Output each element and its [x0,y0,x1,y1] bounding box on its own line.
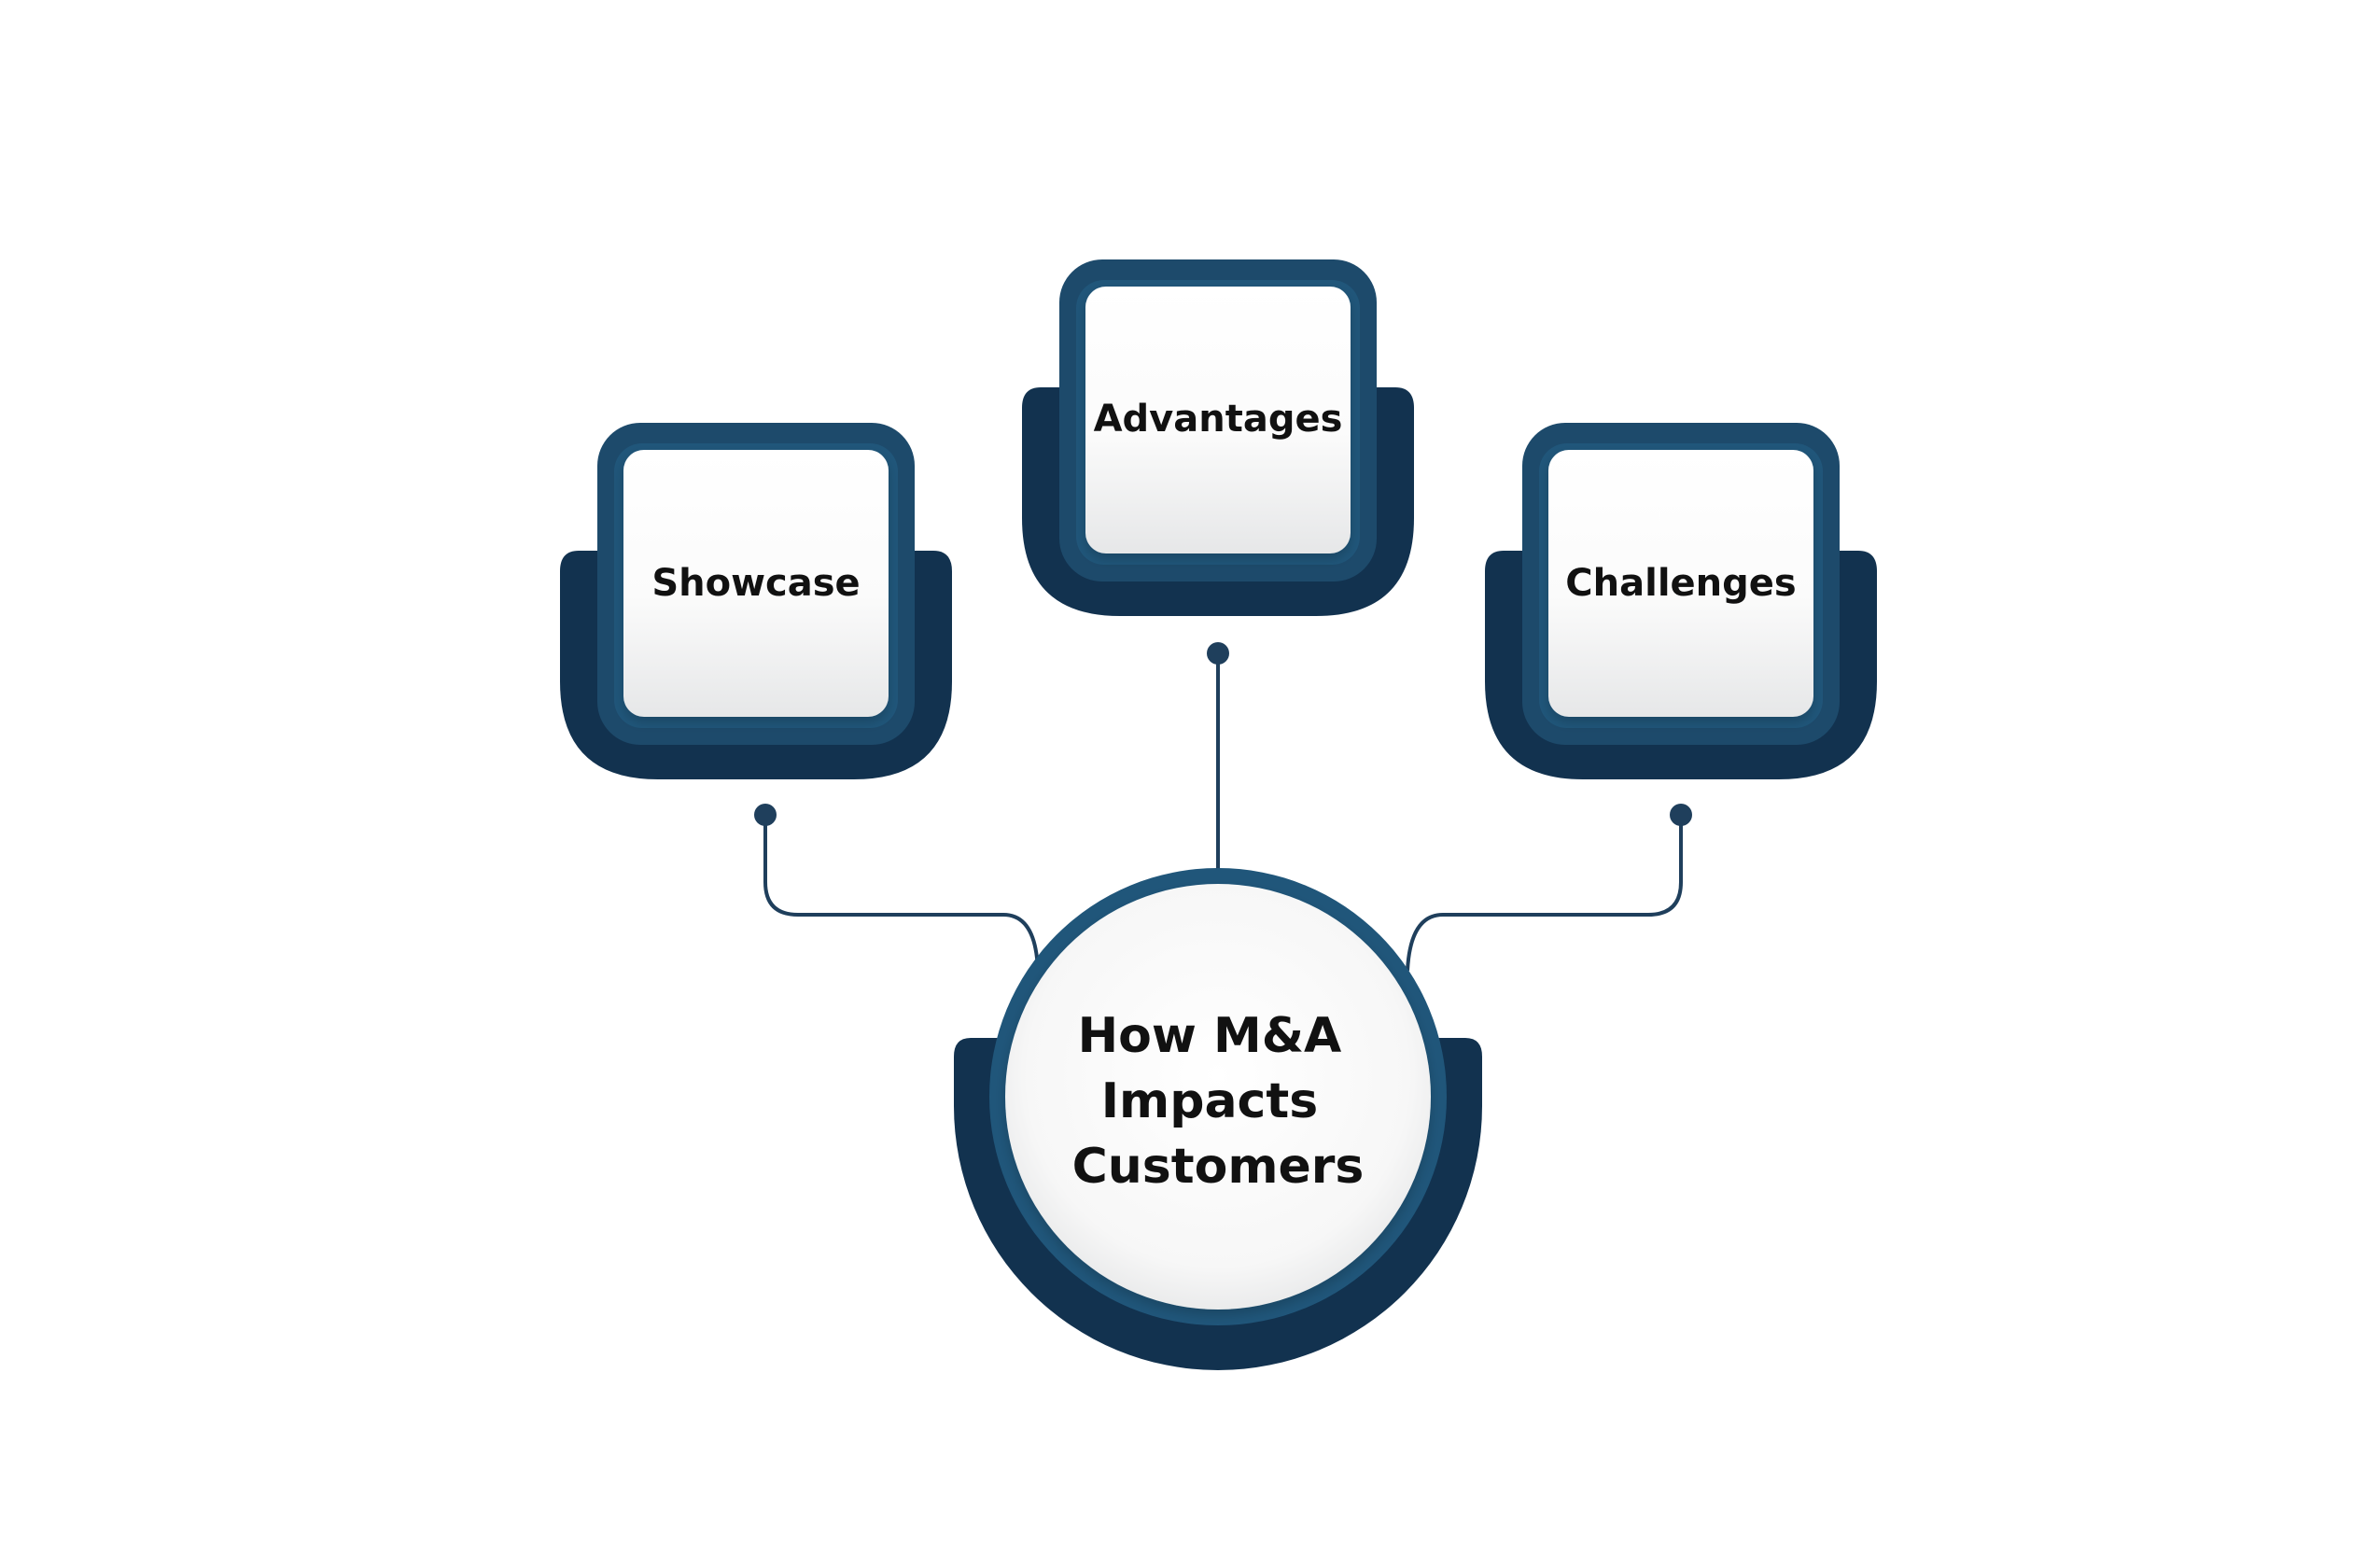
connector-challenges [1406,815,1683,972]
connector-dot-challenges [1670,804,1692,826]
node-challenges-label: Challenges [1565,562,1796,605]
connector-dots [754,642,1692,826]
center-title-line-3: Customers [1072,1139,1365,1195]
connectors [763,653,1683,972]
center-node: How M&A Impacts Customers [954,868,1482,1370]
center-title-line-2: Impacts [1101,1073,1318,1129]
connector-dot-showcase [754,804,777,826]
node-challenges-card [1548,450,1813,717]
node-showcase-card [623,450,889,717]
node-advantages: Advantages [1022,259,1414,616]
center-node-face [1005,884,1431,1310]
center-title-line-1: How M&A [1078,1008,1342,1064]
connector-showcase [763,815,1040,972]
node-advantages-card [1085,287,1351,553]
node-showcase: Showcase [560,423,952,779]
node-showcase-label: Showcase [651,562,860,605]
node-challenges: Challenges [1485,423,1877,779]
center-node-title: How M&A Impacts Customers [1072,1008,1365,1195]
connector-dot-advantages [1207,642,1229,665]
node-advantages-label: Advantages [1094,398,1343,441]
